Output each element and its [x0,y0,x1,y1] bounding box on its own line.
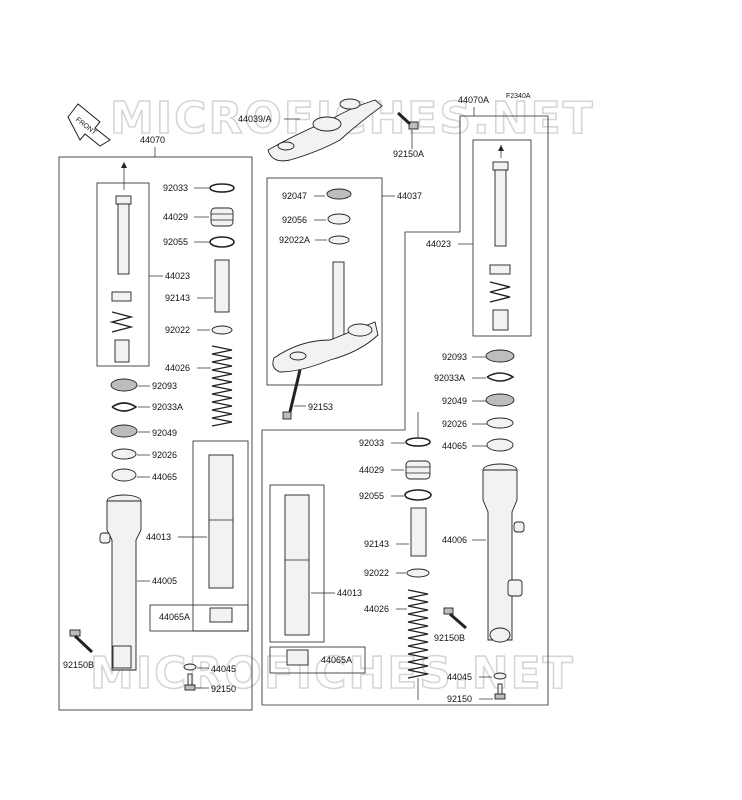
cap-44029-right [405,460,431,480]
oring-92055-right [404,489,432,501]
label-L-44045: 44045 [211,664,236,674]
label-R-92150b: 92150B [434,633,465,643]
label-92150a: 92150A [393,149,424,159]
label-L-92143: 92143 [165,293,190,303]
bolt-92150-right [494,683,506,700]
label-R-92022: 92022 [364,568,389,578]
label-R-92093: 92093 [442,352,467,362]
bolt-92153 [282,369,302,420]
washer-92026-left [111,448,137,460]
bushing-44065-right [486,438,514,452]
seal-92093-right [485,349,515,363]
washer-92022-left [211,325,233,335]
inner-tube-44013-left [208,454,234,589]
label-44070: 44070 [140,135,165,145]
spring-44026-left [211,345,233,427]
label-92022a: 92022A [279,235,310,245]
front-arrow-icon: FRONT [67,103,111,147]
washer-92026-right [486,417,514,429]
label-R-44045: 44045 [447,672,472,682]
washer-44045-right [493,672,507,680]
label-R-92033: 92033 [359,438,384,448]
washer-92022-right [406,568,430,578]
label-44070a: 44070A [458,95,489,105]
circlip-92033-left [209,183,235,193]
oring-92055-left [209,236,235,248]
label-92056: 92056 [282,215,307,225]
diagram-code: F2340A [506,93,531,100]
bushing-44065-left [111,468,137,482]
spacer-92143-left [214,259,230,313]
outer-tube-44005-left [99,494,142,671]
bolt-92150b-right [443,607,467,630]
label-L-44005: 44005 [152,576,177,586]
assembly-box-44070 [58,156,253,711]
seal-92093-left [110,378,138,392]
label-L-92022: 92022 [165,325,190,335]
label-R-44006: 44006 [442,535,467,545]
label-44037: 44037 [397,191,422,201]
washer-92056 [327,213,351,225]
inner-tube-44013-right [284,494,310,636]
label-L-44013: 44013 [146,532,171,542]
cap-44029-left [210,207,234,227]
label-R-44013: 44013 [337,588,362,598]
bolt-92150-left [184,673,196,691]
label-R-44065a: 44065A [321,655,352,665]
spacer-92143-right [410,507,427,557]
label-R-92055: 92055 [359,491,384,501]
label-92153: 92153 [308,402,333,412]
label-R-92026: 92026 [442,419,467,429]
damper-rod-right [489,145,511,331]
label-L-92093: 92093 [152,381,177,391]
label-L-92055: 92055 [163,237,188,247]
label-R-92150: 92150 [447,694,472,704]
label-44039a: 44039/A [238,114,272,124]
label-L-44026: 44026 [165,363,190,373]
washer-44045-left [183,663,197,671]
label-L-44029: 44029 [163,212,188,222]
label-L-92033: 92033 [163,183,188,193]
clip-92033a-right [486,372,515,382]
nut-92047 [326,188,352,200]
inner-tube-box-right [269,484,325,643]
seal-92049-right [485,393,515,407]
label-R-92033a: 92033A [434,373,465,383]
clip-92033a-left [111,402,138,412]
cartridge-box-right [472,139,532,337]
watermark-bottom: MICROFICHES.NET [90,648,575,699]
label-R-92143: 92143 [364,539,389,549]
bolt-92150a [396,111,419,130]
circlip-92033-right [405,437,431,447]
seal-92049-left [110,424,138,438]
washer-92022a [328,235,350,245]
label-L-44065: 44065 [152,472,177,482]
label-R-92049: 92049 [442,396,467,406]
damper-rod-left [109,162,134,363]
label-R-44065: 44065 [442,441,467,451]
label-L-92150b: 92150B [63,660,94,670]
upper-bracket-44039 [267,98,383,162]
label-L-92150: 92150 [211,684,236,694]
label-R-44023: 44023 [426,239,451,249]
label-R-44026: 44026 [364,604,389,614]
label-R-44029: 44029 [359,465,384,475]
spring-44026-right [407,589,429,679]
label-L-92033a: 92033A [152,402,183,412]
steering-stem [272,261,379,373]
bushing-44065a-left [209,607,233,623]
bushing-44065a-right [286,649,309,666]
outer-tube-44006-right [482,463,525,643]
stem-box-44037 [266,177,383,386]
label-92047: 92047 [282,191,307,201]
label-L-92049: 92049 [152,428,177,438]
label-L-44065a: 44065A [159,612,190,622]
bolt-92150b-left [69,629,94,654]
assembly-box-44070a [261,115,549,706]
cartridge-box-left [96,182,150,367]
label-L-92026: 92026 [152,450,177,460]
label-L-44023: 44023 [165,271,190,281]
